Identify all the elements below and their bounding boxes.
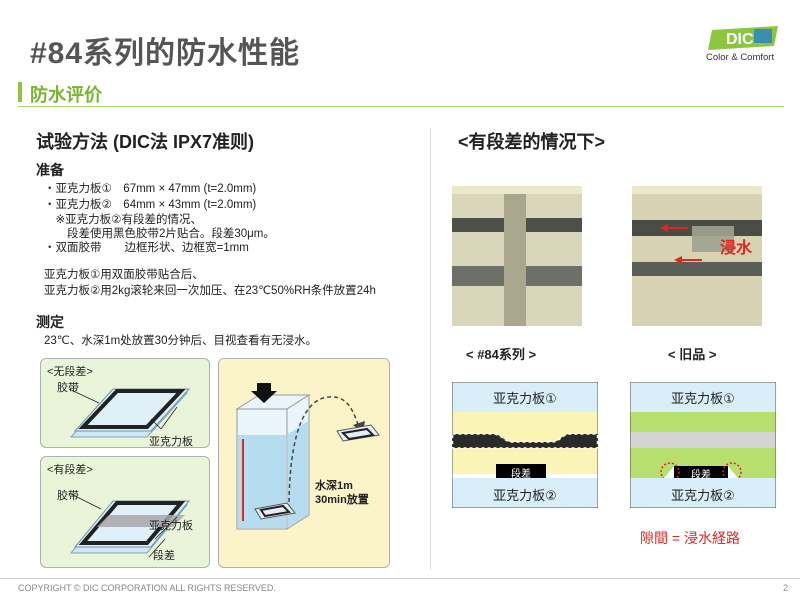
header-underline (18, 106, 784, 107)
prep-line: ・亚克力板① 67mm × 47mm (t=2.0mm) (44, 183, 257, 195)
tape-callout: 胶带 (57, 490, 79, 502)
tape-callout: 胶带 (57, 382, 79, 394)
water-immersion-diagram: 水深1m 30min放置 (218, 358, 390, 568)
measure-line: 23℃、水深1m处放置30分钟后、目视查看有无浸水。 (44, 335, 317, 347)
header-accent-bar (18, 82, 22, 102)
prep-line: ※亚克力板②有段差的情况、 (44, 214, 202, 226)
caption-old-product: < 旧品 > (668, 347, 717, 362)
paste-line: 亚克力板①用双面胶带贴合后、 (44, 269, 204, 281)
header-label: 防水评价 (30, 85, 102, 105)
cross-section-old-product-layers (630, 382, 776, 508)
cross-left-top-label: 亚克力板① (493, 391, 557, 406)
section-header: 防水评价 (18, 80, 784, 108)
water-ingress-label: 浸水 (720, 240, 753, 257)
water-depth-label: 水深1m (315, 480, 353, 492)
cross-right-bottom-label: 亚克力板② (671, 488, 735, 503)
immersion-time-label: 30min放置 (315, 494, 369, 506)
photo-old-product-image (632, 186, 762, 326)
slide-title: #84系列的防水性能 (30, 37, 301, 70)
logo-tagline: Color & Comfort (706, 52, 775, 63)
test-method-title: 试验方法 (DIC法 IPX7准则) (36, 132, 255, 152)
cross-left-bottom-label: 亚克力板② (493, 488, 557, 503)
no-step-label: <无段差> (47, 366, 93, 378)
footer-divider (0, 578, 800, 579)
caption-84-series: < #84系列 > (466, 347, 537, 362)
cross-right-step-label: 段差 (691, 470, 711, 481)
photo-old-product: 浸水 (632, 186, 762, 326)
step-case-title: <有段差的情况下> (458, 132, 606, 152)
cross-section-84-series: 亚克力板① 段差 亚克力板② (452, 382, 598, 508)
prep-line: 段差使用黑色胶带2片贴合。段差30μm。 (44, 228, 275, 240)
step-label: <有段差> (47, 464, 93, 476)
prep-line: ・双面胶带 边框形状、边框宽=1mm (44, 242, 249, 254)
photo-84-series (452, 186, 582, 326)
page-number: 2 (782, 583, 788, 593)
paste-line: 亚克力板②用2kg滚轮来回一次加压、在23℃50%RH条件放置24h (44, 285, 376, 297)
prep-line: ・亚克力板② 64mm × 43mm (t=2.0mm) (44, 199, 257, 211)
cross-section-84-series-layers (452, 382, 598, 508)
stepped-plate-illustration (68, 492, 191, 558)
diagram-with-step: <有段差> 胶带 亚克力板 段差 (40, 456, 210, 568)
conclusion-text: 隙間 = 浸水経路 (640, 530, 740, 546)
prep-title: 准备 (36, 162, 64, 178)
logo-mark-text: DIC (726, 31, 754, 48)
copyright: COPYRIGHT © DIC CORPORATION ALL RIGHTS R… (18, 583, 276, 593)
water-tank-illustration (235, 383, 380, 530)
dic-logo: DIC (708, 26, 778, 50)
plate-stack-illustration (68, 388, 191, 438)
cross-left-step-label: 段差 (511, 469, 531, 480)
cross-section-old-product: 亚克力板① 段差 亚克力板② (630, 382, 776, 508)
cross-right-top-label: 亚克力板① (671, 391, 735, 406)
photo-84-series-image (452, 186, 582, 326)
measure-title: 测定 (36, 314, 64, 330)
plate-callout: 亚克力板 (149, 520, 193, 532)
plate-callout: 亚克力板 (149, 436, 193, 448)
column-divider (430, 128, 431, 570)
step-callout: 段差 (153, 550, 175, 562)
diagram-no-step: <无段差> 胶带 亚克力板 (40, 358, 210, 448)
